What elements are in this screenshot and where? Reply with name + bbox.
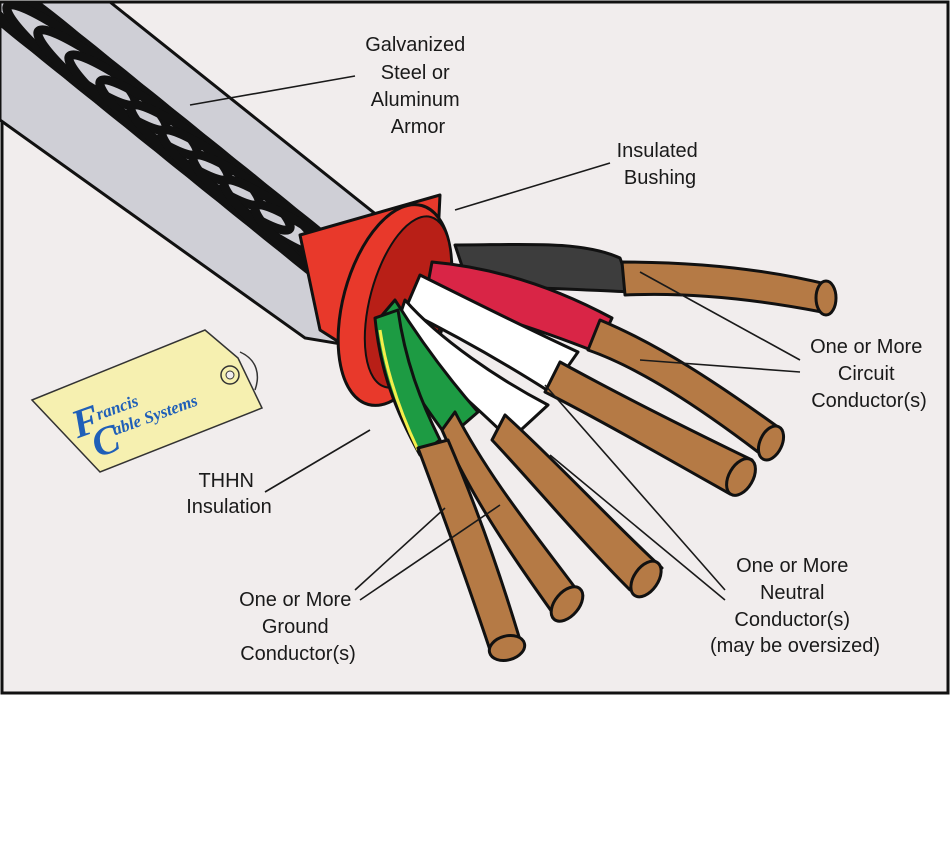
- ground-conductor-green-2: [373, 308, 527, 662]
- leader-lines: [189, 75, 801, 601]
- neutral-conductor-white-1: [403, 273, 757, 497]
- neutral-conductor-white-2: [393, 298, 664, 599]
- label-neutral-conductors: One or More Neutral Conductor(s) (may be…: [710, 555, 880, 657]
- circuit-conductor-red: [423, 260, 786, 462]
- label-thhn-insulation: THHN Insulation: [186, 470, 272, 518]
- label-bushing: Insulated Bushing: [617, 140, 704, 189]
- label-circuit-conductors: One or More Circuit Conductor(s): [810, 336, 928, 412]
- label-ground-conductors: One or More Ground Conductor(s): [239, 589, 357, 665]
- label-armor: Galvanized Steel or Aluminum Armor: [365, 34, 471, 138]
- cable-tag: F C rancis able Systems: [30, 329, 264, 473]
